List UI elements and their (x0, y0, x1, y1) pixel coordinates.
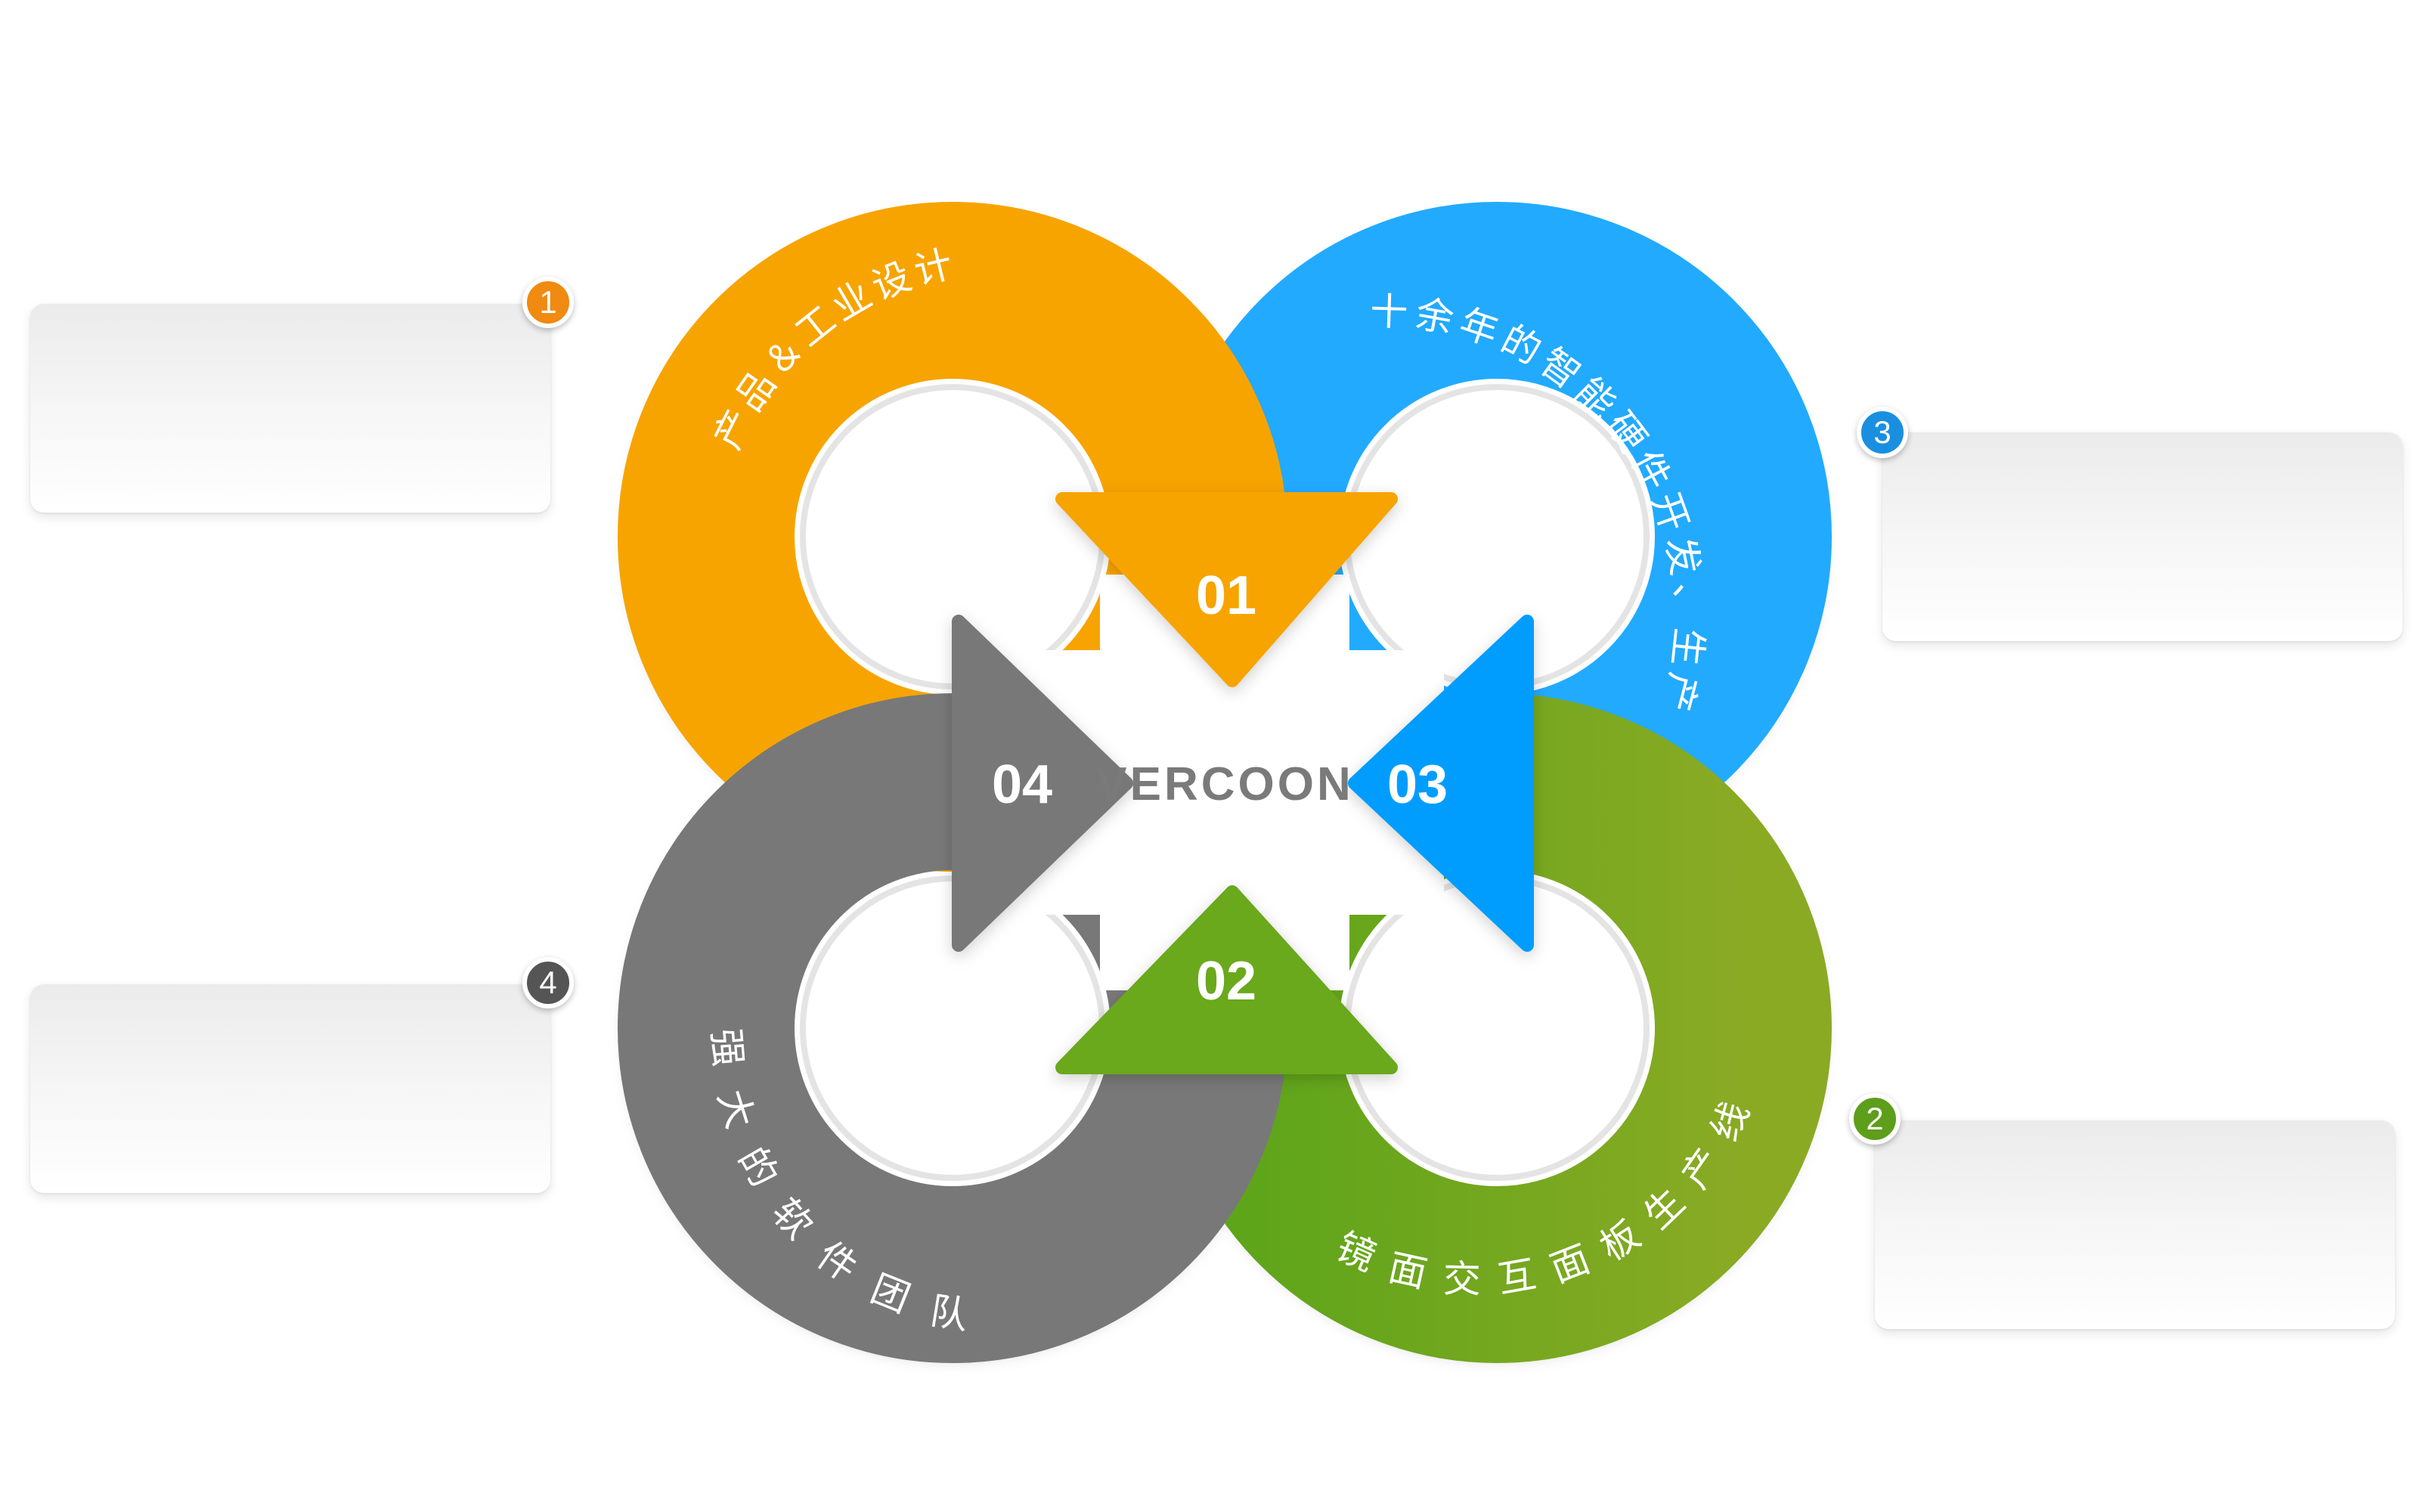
step-3-card (1882, 432, 2403, 641)
step-4-card (30, 984, 550, 1193)
step-1-badge: 1 (522, 277, 574, 328)
step-1-card (30, 304, 550, 513)
step-3-badge: 3 (1857, 407, 1908, 458)
arrow-04 (952, 615, 1133, 952)
step-4-badge: 4 (522, 957, 574, 1009)
arrow-01 (1055, 492, 1398, 687)
arrow-03 (1348, 615, 1534, 952)
vercoon-logo: VERCOON (1095, 758, 1353, 810)
step-03-number: 03 (1387, 754, 1448, 815)
center-cross (1005, 575, 1444, 990)
step-04-number: 04 (992, 754, 1052, 815)
step-2-badge: 2 (1849, 1093, 1901, 1145)
step-01-number: 01 (1196, 565, 1256, 626)
step-02-number: 02 (1196, 951, 1256, 1012)
arrow-02 (1055, 885, 1398, 1074)
step-2-card (1875, 1120, 2395, 1329)
